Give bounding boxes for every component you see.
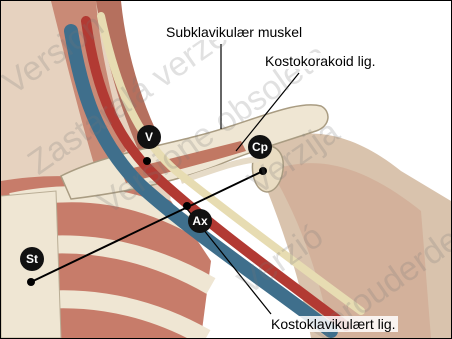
point-cp: [259, 167, 267, 175]
marker-st: St: [20, 247, 44, 271]
marker-ax: Ax: [188, 209, 212, 233]
label-costoclavicular: Kostoklavikulært lig.: [269, 316, 398, 332]
point-ax: [183, 202, 191, 210]
marker-v: V: [137, 125, 161, 149]
marker-cp: Cp: [248, 135, 272, 159]
point-st: [27, 278, 35, 286]
label-costocoracoid: Kostokorakoid lig.: [263, 53, 378, 69]
label-subclavius: Subklavikulær muskel: [164, 24, 304, 40]
point-v: [143, 157, 151, 165]
